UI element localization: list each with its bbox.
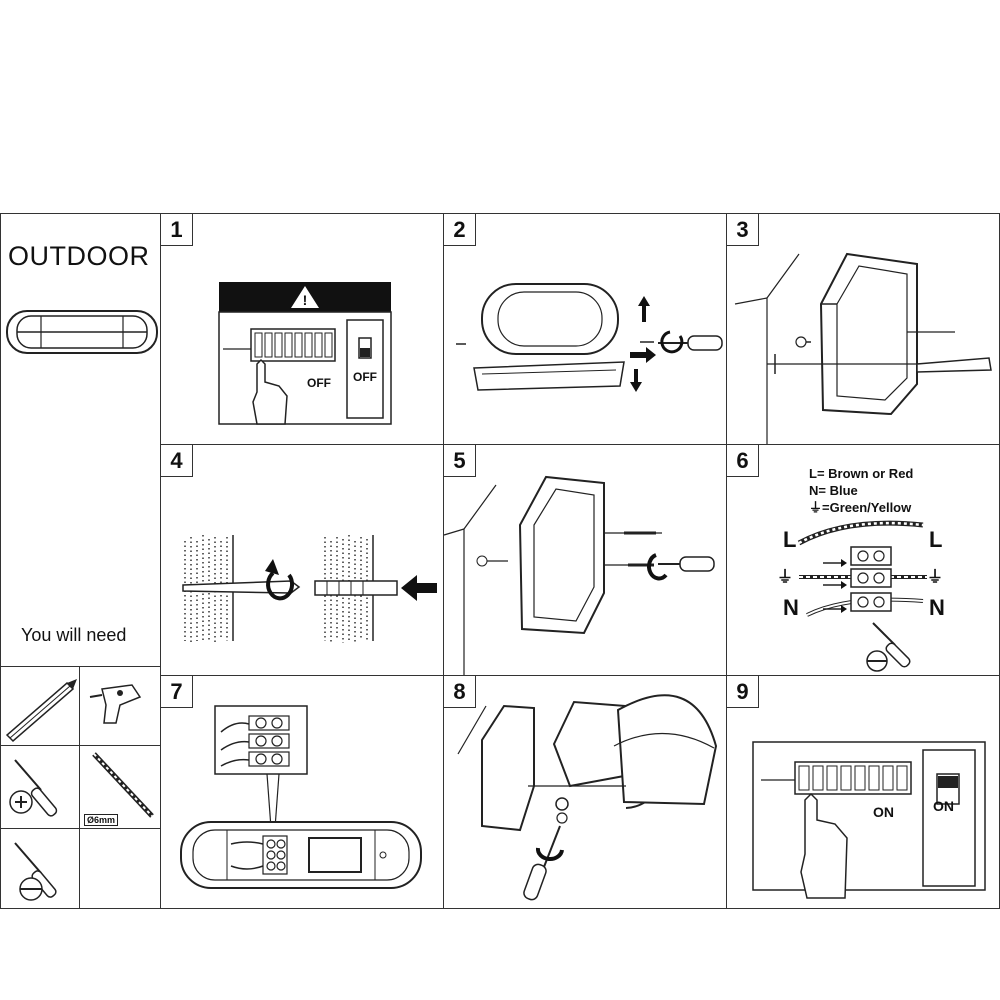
rotate-arrow-icon — [660, 330, 684, 354]
drill-bit-icon — [92, 752, 154, 818]
step-6: 6 L= Brown or Red N= Blue ⏚=Green/Yellow… — [726, 444, 1000, 676]
step-3: 3 — [726, 213, 1000, 446]
terminal-l-right: L — [929, 527, 943, 552]
screwdriver-flat-icon — [866, 622, 911, 672]
terminal-earth-left: ⏚ — [777, 569, 794, 586]
tool-drill — [79, 666, 161, 746]
you-will-need-label: You will need — [21, 625, 127, 645]
step-4: 4 — [160, 444, 444, 676]
svg-text:!: ! — [303, 292, 308, 308]
step-number: 7 — [161, 676, 193, 708]
legend-earth: ⏚=Green/Yellow — [809, 500, 912, 515]
warning-triangle-icon — [291, 286, 319, 308]
legend-live: L= Brown or Red — [809, 466, 914, 481]
screwdriver-icon — [658, 330, 723, 354]
switch-on-label-2: ON — [933, 798, 954, 814]
step-number: 6 — [727, 445, 759, 477]
arrow-icon — [630, 296, 656, 392]
rotate-arrow-icon — [266, 571, 295, 601]
switch-off-label-2: OFF — [353, 370, 377, 384]
screwdriver-flat-icon — [14, 842, 57, 901]
pencil-icon — [5, 679, 77, 743]
drill-bit-size: Ø6mm — [84, 814, 119, 826]
step-number: 5 — [444, 445, 476, 477]
drill-icon — [89, 684, 142, 724]
step-number: 2 — [444, 214, 476, 246]
wire-legend: L= Brown or Red N= Blue ⏚=Green/Yellow — [809, 465, 913, 516]
step-8: 8 — [443, 675, 727, 909]
terminal-earth-right: ⏚ — [927, 569, 944, 586]
step-7: 7 — [160, 675, 444, 909]
tool-drill-bit: Ø6mm — [79, 745, 161, 829]
arrow-icon — [401, 575, 437, 601]
step-number: 1 — [161, 214, 193, 246]
lamp-icon — [6, 310, 158, 354]
step-1: 1 ! OFF OFF — [160, 213, 444, 445]
step-number: 8 — [444, 676, 476, 708]
switch-off-label-1: OFF — [307, 376, 331, 390]
screwdriver-phillips-icon — [9, 759, 58, 817]
terminal-n-left: N — [783, 595, 799, 620]
step-number: 4 — [161, 445, 193, 477]
step-2: 2 — [443, 213, 727, 445]
rotate-arrow-icon — [647, 553, 668, 581]
rotate-arrow-icon — [535, 847, 564, 861]
tool-pencil — [0, 666, 80, 746]
tool-flat-screwdriver — [0, 828, 80, 909]
arrow-icon — [823, 559, 847, 613]
tool-empty — [79, 828, 161, 909]
step-number: 3 — [727, 214, 759, 246]
hand-icon — [252, 358, 288, 425]
switch-on-label-1: ON — [873, 804, 894, 820]
step-5: 5 — [443, 444, 727, 677]
drill-bit-icon — [182, 580, 301, 594]
step-9: 9 ON ON — [726, 675, 1000, 909]
legend-neutral: N= Blue — [809, 483, 858, 498]
terminal-n-right: N — [929, 595, 945, 620]
step-number: 9 — [727, 676, 759, 708]
instruction-sheet: OUTDOOR You will need — [0, 213, 1000, 909]
page-title: OUTDOOR — [8, 241, 150, 271]
tool-phillips-screwdriver — [0, 745, 80, 829]
terminal-l-left: L — [783, 527, 797, 552]
hand-icon — [800, 792, 848, 899]
product-panel: OUTDOOR You will need — [0, 213, 161, 667]
